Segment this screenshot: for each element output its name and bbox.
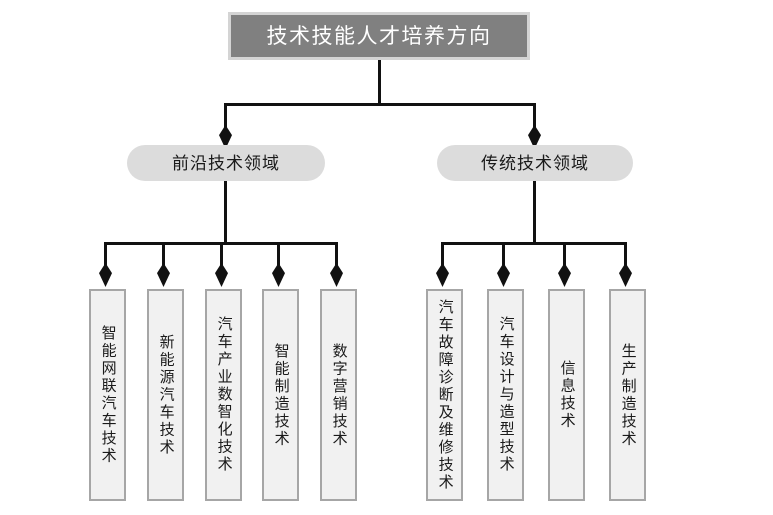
connector-root-bus [224, 103, 536, 106]
leaf-node-intelligent-manufacturing[interactable]: 智能制造技术 [262, 289, 299, 501]
leaf-node-label: 信息技术 [558, 360, 576, 430]
connector-branch-1-to-leaf-1 [502, 242, 505, 266]
connector-branch-0-to-leaf-4 [335, 242, 338, 266]
connector-branch-1-stem [533, 181, 536, 244]
leaf-node-new-energy-vehicle[interactable]: 新能源汽车技术 [147, 289, 184, 501]
connector-root-to-branch-1 [533, 103, 536, 131]
leaf-node-label: 汽车故障诊断及维修技术 [436, 298, 454, 492]
branch-node-traditional-label: 传统技术领域 [481, 153, 589, 173]
connector-branch-1-to-leaf-3 [624, 242, 627, 266]
leaf-node-intelligent-connected-vehicle[interactable]: 智能网联汽车技术 [89, 289, 126, 501]
leaf-node-vehicle-design-styling[interactable]: 汽车设计与造型技术 [487, 289, 524, 501]
connector-branch-0-to-leaf-2 [220, 242, 223, 266]
leaf-node-vehicle-diagnosis-repair[interactable]: 汽车故障诊断及维修技术 [426, 289, 463, 501]
leaf-node-label: 智能网联汽车技术 [99, 325, 117, 465]
leaf-node-label: 生产制造技术 [619, 342, 637, 448]
root-node[interactable]: 技术技能人才培养方向 [228, 12, 530, 60]
root-node-label: 技术技能人才培养方向 [266, 24, 492, 48]
connector-branch-0-to-leaf-3 [277, 242, 280, 266]
connector-branch-1-to-leaf-0 [441, 242, 444, 266]
branch-node-traditional[interactable]: 传统技术领域 [437, 145, 633, 181]
leaf-node-label: 智能制造技术 [272, 342, 290, 448]
leaf-node-digital-marketing[interactable]: 数字营销技术 [320, 289, 357, 501]
connector-root-to-branch-0 [224, 103, 227, 131]
connector-branch-1-bus [441, 242, 627, 245]
leaf-node-label: 汽车产业数智化技术 [215, 316, 233, 474]
branch-node-frontier-label: 前沿技术领域 [172, 153, 280, 173]
arrowhead-leaf-4-icon [330, 263, 343, 287]
connector-root-stem [378, 60, 381, 105]
arrowhead-leaf-8-icon [619, 263, 632, 287]
branch-node-frontier[interactable]: 前沿技术领域 [127, 145, 325, 181]
arrowhead-leaf-1-icon [157, 263, 170, 287]
connector-branch-0-to-leaf-1 [162, 242, 165, 266]
connector-branch-1-to-leaf-2 [563, 242, 566, 266]
arrowhead-leaf-7-icon [558, 263, 571, 287]
arrowhead-leaf-2-icon [215, 263, 228, 287]
leaf-node-auto-industry-digital-intelligence[interactable]: 汽车产业数智化技术 [205, 289, 242, 501]
connector-branch-0-to-leaf-0 [104, 242, 107, 266]
leaf-node-label: 汽车设计与造型技术 [497, 316, 515, 474]
arrowhead-leaf-3-icon [272, 263, 285, 287]
leaf-node-label: 新能源汽车技术 [157, 333, 175, 457]
leaf-node-information-technology[interactable]: 信息技术 [548, 289, 585, 501]
arrowhead-leaf-6-icon [497, 263, 510, 287]
leaf-node-label: 数字营销技术 [330, 342, 348, 448]
connector-branch-0-stem [224, 181, 227, 244]
arrowhead-leaf-0-icon [99, 263, 112, 287]
arrowhead-leaf-5-icon [436, 263, 449, 287]
leaf-node-production-manufacturing[interactable]: 生产制造技术 [609, 289, 646, 501]
